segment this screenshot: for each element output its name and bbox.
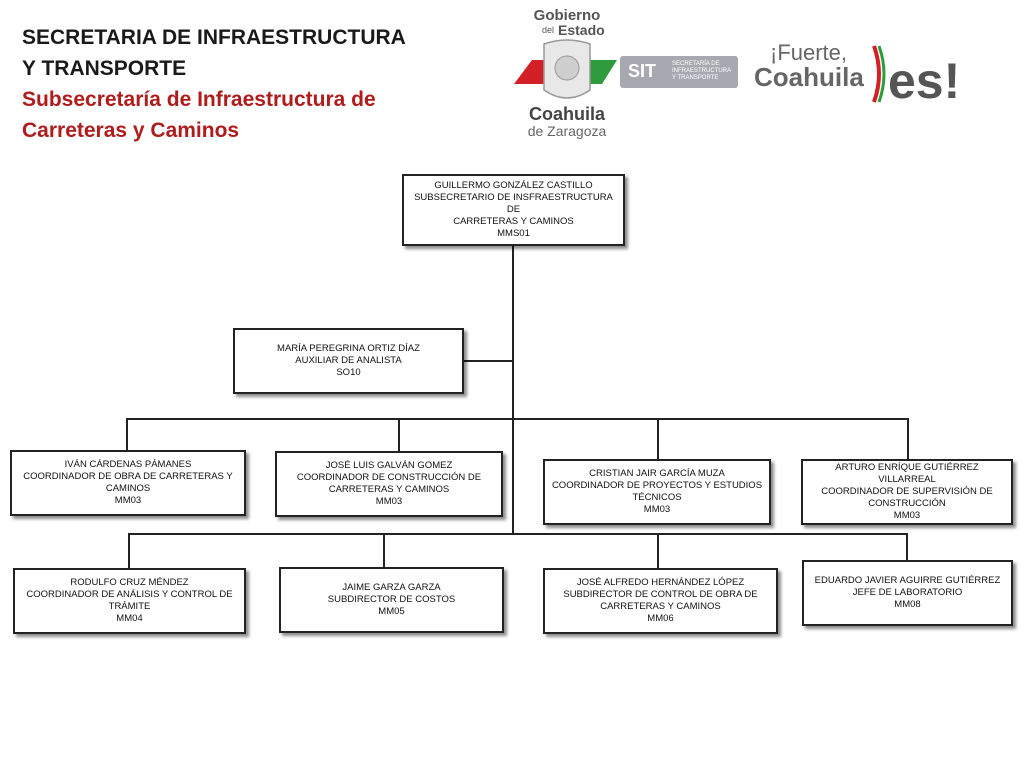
title-line-1: SECRETARIA DE INFRAESTRUCTURA [22,26,406,49]
org-box-role-line-1: COORDINADOR DE ANÁLISIS Y CONTROL DE [26,589,233,600]
logo-es-text: es! [888,53,960,109]
org-box-role-line-1: COORDINADOR DE SUPERVISIÓN DE [821,486,993,497]
org-box-code: MM03 [643,504,671,515]
subtitle-line-2: Carreteras y Caminos [22,119,240,142]
org-box-subdir-costos: JAIME GARZA GARZA SUBDIRECTOR DE COSTOS … [279,567,504,633]
connector-row1-horizontal [126,418,908,420]
connector-row2-drop-3 [657,533,659,568]
org-box-name: EDUARDO JAVIER AGUIRRE GUTIÉRREZ [814,575,1001,586]
org-box-name: MARÍA PEREGRINA ORTIZ DÍAZ [277,343,420,354]
org-box-code: MM03 [114,495,142,506]
org-box-name: GUILLERMO GONZÁLEZ CASTILLO [434,180,593,191]
org-box-role-line-1: SUBSECRETARIO DE INSFRAESTRUCTURA DE [414,192,613,215]
connector-row2-horizontal [128,533,908,535]
connector-row2-drop-2 [383,533,385,567]
org-box-coord-construccion: JOSÉ LUIS GALVÁN GOMEZ COORDINADOR DE CO… [275,451,503,517]
sit-sub-line-2: INFRAESTRUCTURA [672,68,732,74]
logo-del-text: del [542,25,554,35]
org-box-code: MM05 [378,606,405,617]
org-box-role-line-2: CAMINOS [105,483,151,494]
sit-subtitle: SECRETARÍA DE INFRAESTRUCTURA Y TRANSPOR… [672,61,731,82]
connector-row1-drop-1 [126,418,128,451]
org-box-role-line-1: SUBDIRECTOR DE COSTOS [327,594,456,605]
connector-row1-drop-4 [907,418,909,459]
org-box-code: MM04 [116,613,143,624]
logo-gobierno-text: Gobierno [534,7,601,24]
org-box-name: JOSÉ ALFREDO HERNÁNDEZ LÓPEZ [576,577,745,588]
subtitle-line-1: Subsecretaría de Infraestructura de [22,88,376,111]
connector-assistant [464,360,512,362]
org-box-code: MM03 [893,510,921,521]
org-box-coord-obra: IVÁN CÁRDENAS PÁMANES COORDINADOR DE OBR… [10,450,246,516]
org-box-coord-proyectos: CRISTIAN JAIR GARCÍA MUZA COORDINADOR DE… [543,459,771,525]
connector-row1-drop-2 [398,418,400,451]
org-box-code: MM03 [375,496,403,507]
connector-row2-drop-4 [906,533,908,560]
org-box-role-line-1: COORDINADOR DE OBRA DE CARRETERAS Y [23,471,233,482]
gobierno-coahuila-logo: Gobierno del Estado Coahuila de Zaragoza [514,7,617,139]
sit-sub-line-3: Y TRANSPORTE [672,75,719,81]
org-box-code: MM08 [894,599,921,610]
sit-abbr: SIT [628,61,657,81]
org-box-role-line-2: CARRETERAS Y CAMINOS [453,216,574,227]
connector-main-vertical [512,246,514,534]
fuerte-coahuila-logo: ¡Fuerte, Coahuila es! [754,40,960,109]
logo-estado-text: Estado [558,22,605,38]
org-box-coord-supervision: ARTURO ENRÍQUE GUTIÉRREZ VILLARREAL COOR… [801,459,1013,525]
logo-coahuila-brand-text: Coahuila [754,62,864,92]
sit-sub-line-1: SECRETARÍA DE [672,61,720,67]
connector-row1-drop-3 [657,418,659,459]
org-box-code: MM06 [647,613,674,624]
org-box-name: JOSÉ LUIS GALVÁN GOMEZ [325,460,453,471]
logo-fuerte-text: ¡Fuerte, [770,40,847,65]
org-box-jefe-laboratorio: EDUARDO JAVIER AGUIRRE GUTIÉRREZ JEFE DE… [802,560,1013,626]
logo-coahuila-text: Coahuila [529,104,606,124]
org-box-role-line-1: COORDINADOR DE PROYECTOS Y ESTUDIOS [551,480,763,491]
org-box-code: MMS01 [497,228,530,239]
org-box-name: ARTURO ENRÍQUE GUTIÉRREZ VILLARREAL [835,462,979,485]
org-box-name: CRISTIAN JAIR GARCÍA MUZA [589,468,725,479]
org-box-auxiliar: MARÍA PEREGRINA ORTIZ DÍAZ AUXILIAR DE A… [233,328,464,394]
org-box-role-line-1: COORDINADOR DE CONSTRUCCIÓN DE [296,472,482,483]
org-box-role-line-2: CARRETERAS Y CAMINOS [600,601,721,612]
org-box-name: IVÁN CÁRDENAS PÁMANES [64,459,192,470]
org-box-subdir-control-obra: JOSÉ ALFREDO HERNÁNDEZ LÓPEZ SUBDIRECTOR… [543,568,778,634]
page-title: SECRETARIA DE INFRAESTRUCTURA Y TRANSPOR… [22,22,406,146]
org-box-role-line-1: AUXILIAR DE ANALISTA [295,355,402,366]
org-box-role-line-1: SUBDIRECTOR DE CONTROL DE OBRA DE [563,589,758,600]
logo-zaragoza-text: de Zaragoza [528,123,607,139]
title-line-2: Y TRANSPORTE [22,57,187,80]
org-box-coord-analisis: RODULFO CRUZ MÉNDEZ COORDINADOR DE ANÁLI… [13,568,246,634]
org-box-role-line-2: CARRETERAS Y CAMINOS [328,484,450,495]
org-box-subsecretario: GUILLERMO GONZÁLEZ CASTILLO SUBSECRETARI… [402,174,625,246]
org-box-name: JAIME GARZA GARZA [342,582,441,593]
org-box-role-line-2: TRÁMITE [108,601,151,612]
org-box-role-line-2: TÉCNICOS [632,492,682,503]
org-box-code: SO10 [336,367,361,378]
org-box-name: RODULFO CRUZ MÉNDEZ [70,577,189,588]
connector-row2-drop-1 [128,533,130,568]
org-box-role-line-1: JEFE DE LABORATORIO [852,587,963,598]
sit-logo: SIT SECRETARÍA DE INFRAESTRUCTURA Y TRAN… [620,56,738,88]
org-box-role-line-2: CONSTRUCCIÓN [868,498,946,509]
